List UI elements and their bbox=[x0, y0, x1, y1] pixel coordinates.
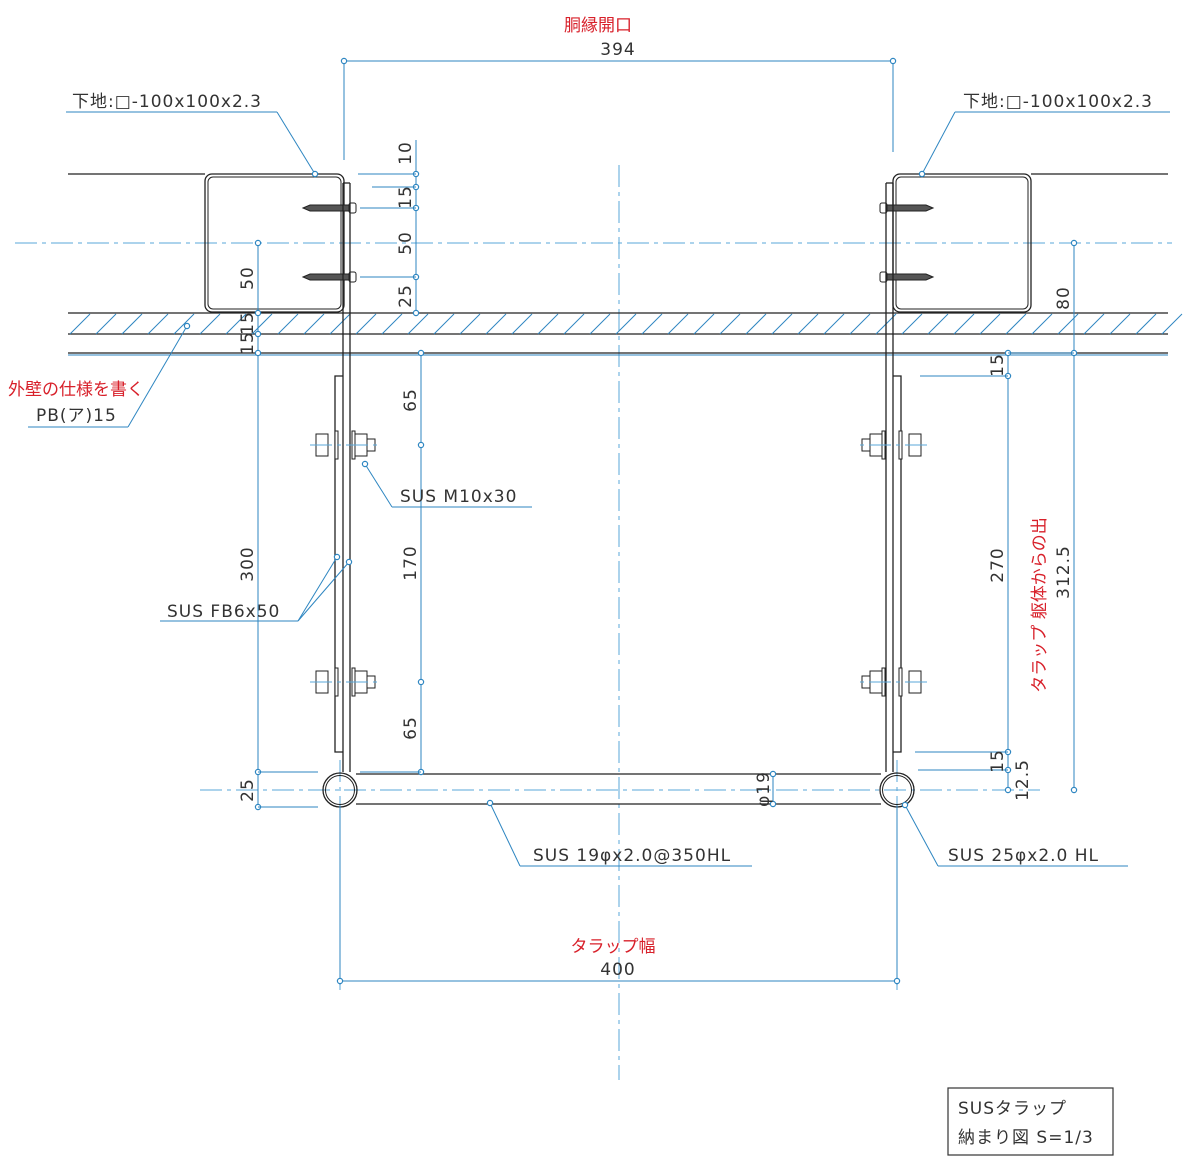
bottom-dimension-label: タラップ幅 bbox=[571, 937, 656, 957]
dimension-d65b: 65 bbox=[401, 716, 421, 740]
dimension-r15b: 15 bbox=[988, 749, 1008, 773]
bolt-nut-icon bbox=[310, 430, 380, 460]
dimension-r270: 270 bbox=[988, 547, 1008, 582]
dimension-d25a: 25 bbox=[396, 284, 416, 308]
exterior-wall bbox=[68, 173, 1183, 356]
screw-icon bbox=[879, 271, 935, 283]
dimension-phi19: φ19 bbox=[754, 771, 774, 807]
top-dimension-value: 394 bbox=[600, 40, 635, 60]
flat-bar-left bbox=[334, 182, 351, 772]
callout-flat-bar: SUS FB6x50 bbox=[167, 602, 280, 622]
callout-bolt: SUS M10x30 bbox=[400, 487, 517, 507]
dimension-d15a: 15 bbox=[396, 185, 416, 209]
flat-bar-right bbox=[885, 182, 902, 772]
dimension-d15c: 15 bbox=[238, 331, 258, 355]
callout-substrate-right: 下地:□-100x100x2.3 bbox=[963, 92, 1153, 112]
dimension-d50b: 50 bbox=[238, 266, 258, 290]
dimension-d50a: 50 bbox=[396, 231, 416, 255]
bottom-dimension-value: 400 bbox=[600, 960, 635, 980]
screws bbox=[301, 202, 935, 283]
dimension-lines bbox=[28, 57, 1170, 985]
top-dimension-label: 胴縁開口 bbox=[564, 16, 632, 36]
callout-wall-board: PB(ア)15 bbox=[36, 406, 117, 426]
callout-substrate-left: 下地:□-100x100x2.3 bbox=[72, 92, 262, 112]
screw-icon bbox=[301, 271, 357, 283]
dimension-projection_label: タラップ 躯体からの出 bbox=[1030, 517, 1050, 692]
rung bbox=[356, 773, 881, 805]
title-line2: 納まり図 S=1/3 bbox=[958, 1128, 1094, 1148]
dimension-r12_5: 12.5 bbox=[1013, 759, 1033, 801]
bolts bbox=[310, 430, 927, 697]
title-block: SUSタラップ 納まり図 S=1/3 bbox=[947, 1087, 1114, 1156]
title-line1: SUSタラップ bbox=[958, 1099, 1067, 1119]
callout-wall-note: 外壁の仕様を書く bbox=[8, 380, 144, 400]
dimension-d300: 300 bbox=[238, 546, 258, 581]
screw-icon bbox=[301, 202, 357, 214]
dimension-d15b: 15 bbox=[238, 311, 258, 335]
dimension-d10: 10 bbox=[396, 141, 416, 165]
bolt-nut-icon bbox=[857, 430, 927, 460]
bolt-nut-icon bbox=[857, 667, 927, 697]
callout-rail: SUS 25φx2.0 HL bbox=[948, 846, 1099, 866]
square-tube-left bbox=[204, 173, 345, 313]
screw-icon bbox=[879, 202, 935, 214]
callout-rung: SUS 19φx2.0@350HL bbox=[533, 846, 731, 866]
bolt-nut-icon bbox=[310, 667, 380, 697]
dimension-r15a: 15 bbox=[988, 353, 1008, 377]
dimension-d65a: 65 bbox=[401, 388, 421, 412]
dimension-r80: 80 bbox=[1054, 286, 1074, 310]
dimension-d170: 170 bbox=[401, 545, 421, 580]
dimension-d25b: 25 bbox=[238, 778, 258, 802]
dimension-r312_5: 312.5 bbox=[1054, 545, 1074, 599]
